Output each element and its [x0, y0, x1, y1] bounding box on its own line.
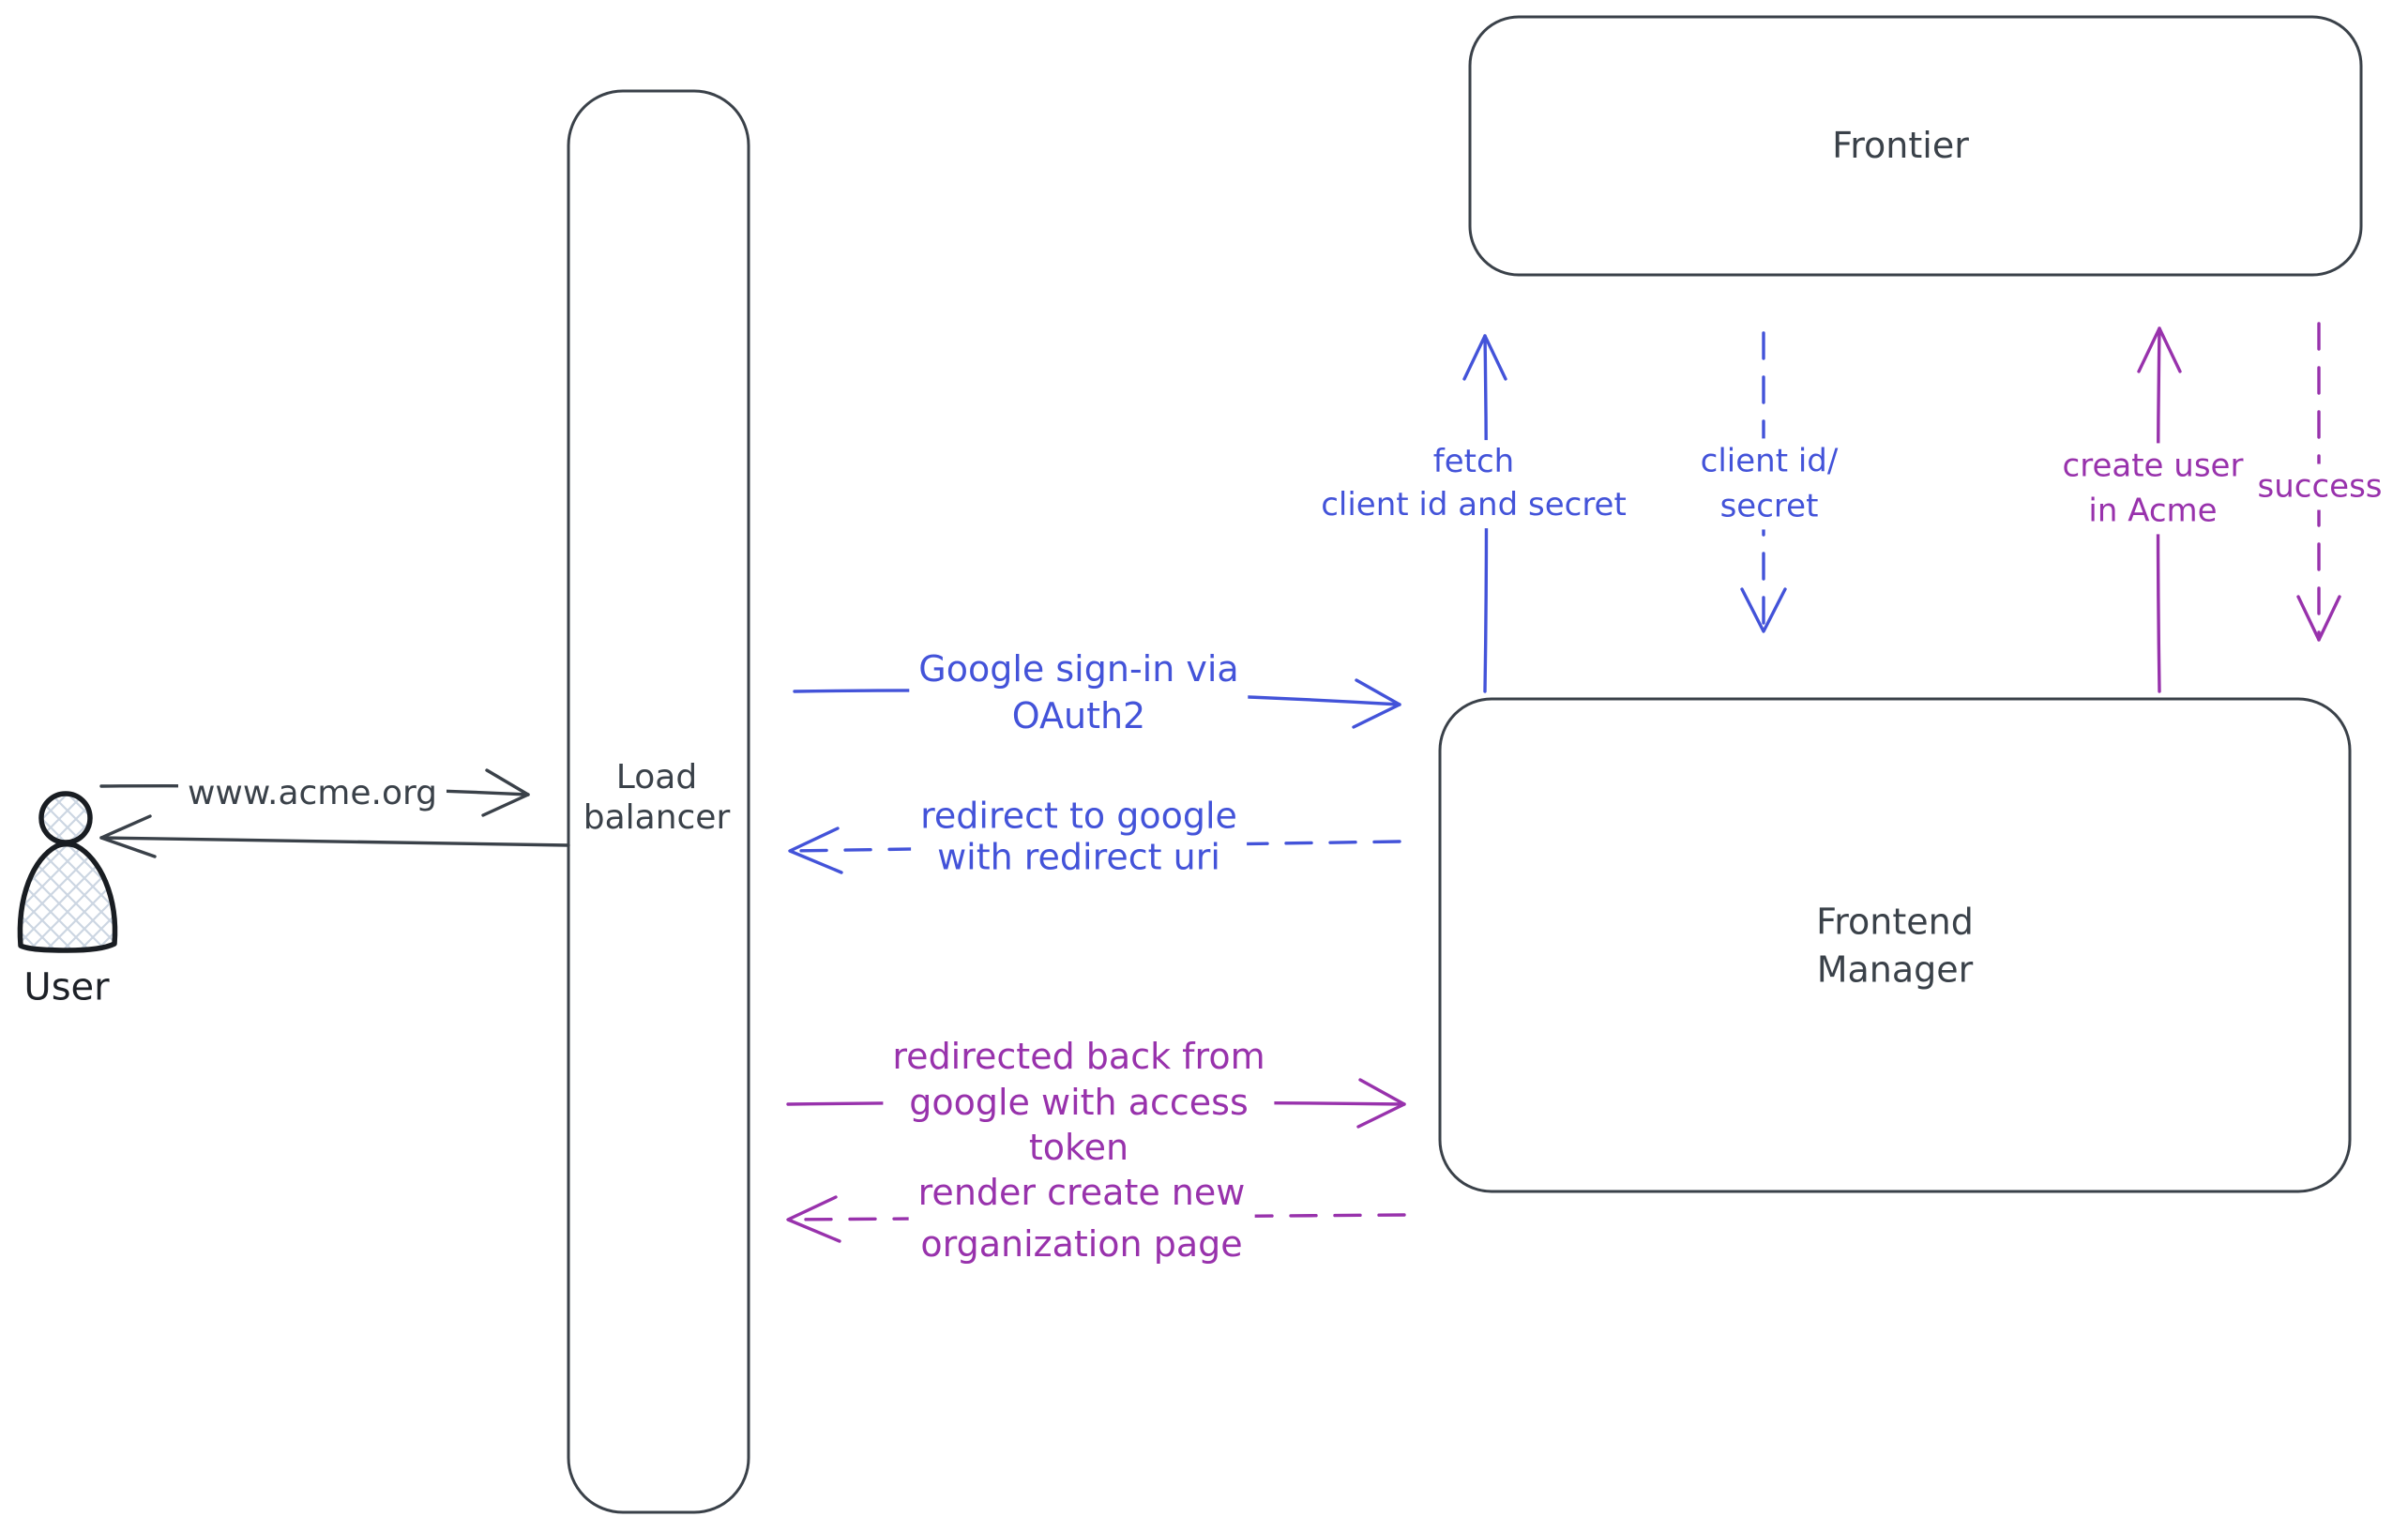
- user-body: [17, 842, 118, 953]
- arrow-create-user: [2137, 326, 2182, 693]
- user-icon: [17, 791, 118, 953]
- arrow-www-acme: [99, 768, 530, 817]
- frontier-box: [1468, 15, 2363, 277]
- load-balancer-box: [567, 89, 750, 1514]
- arrow-redirected-back: [786, 1078, 1406, 1129]
- arrow-render-org-page: [786, 1195, 1406, 1243]
- arrow-google-signin: [793, 678, 1401, 729]
- arrow-success: [2296, 322, 2341, 642]
- arrow-fetch-client-secret: [1462, 334, 1507, 693]
- arrow-response: [99, 814, 570, 858]
- arrow-client-id-secret: [1740, 331, 1787, 633]
- user-head: [38, 791, 93, 845]
- frontend-manager-box: [1438, 697, 2352, 1193]
- arrow-redirect-to-google: [788, 827, 1401, 874]
